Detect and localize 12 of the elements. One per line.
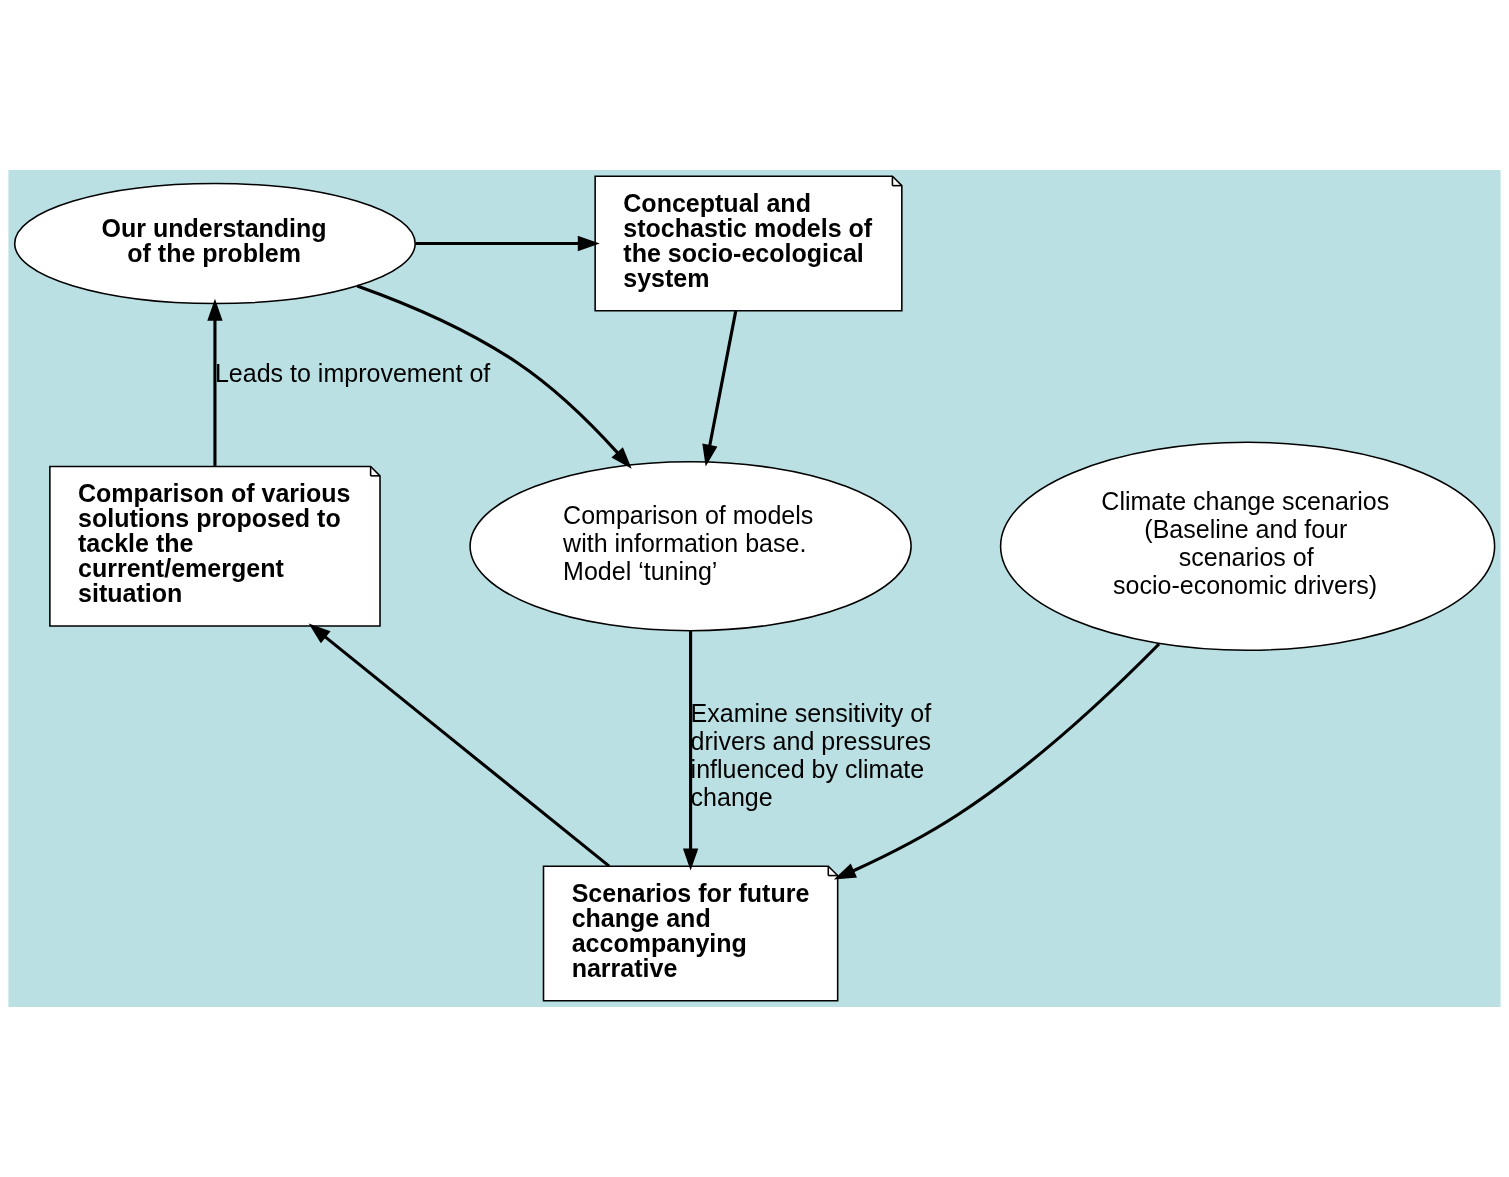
node-ellipse: Comparison of models with information base. Model ‘tuning’ bbox=[469, 461, 912, 632]
node-ellipse: Our understanding of the problem bbox=[13, 182, 416, 305]
edge-label: Leads to improvement of bbox=[214, 359, 491, 388]
arrow bbox=[308, 623, 611, 868]
arrow bbox=[702, 310, 738, 467]
edge-label: Examine sensitivity of drivers and pressures influenced by climate change bbox=[690, 698, 932, 812]
arrow bbox=[415, 235, 600, 252]
node-ellipse: Climate change scenarios (Baseline and four scenarios of socio-economic drivers) bbox=[999, 441, 1496, 651]
arrow bbox=[682, 630, 699, 871]
arrow bbox=[207, 298, 223, 466]
arrow bbox=[356, 284, 632, 469]
arrow bbox=[833, 642, 1161, 880]
